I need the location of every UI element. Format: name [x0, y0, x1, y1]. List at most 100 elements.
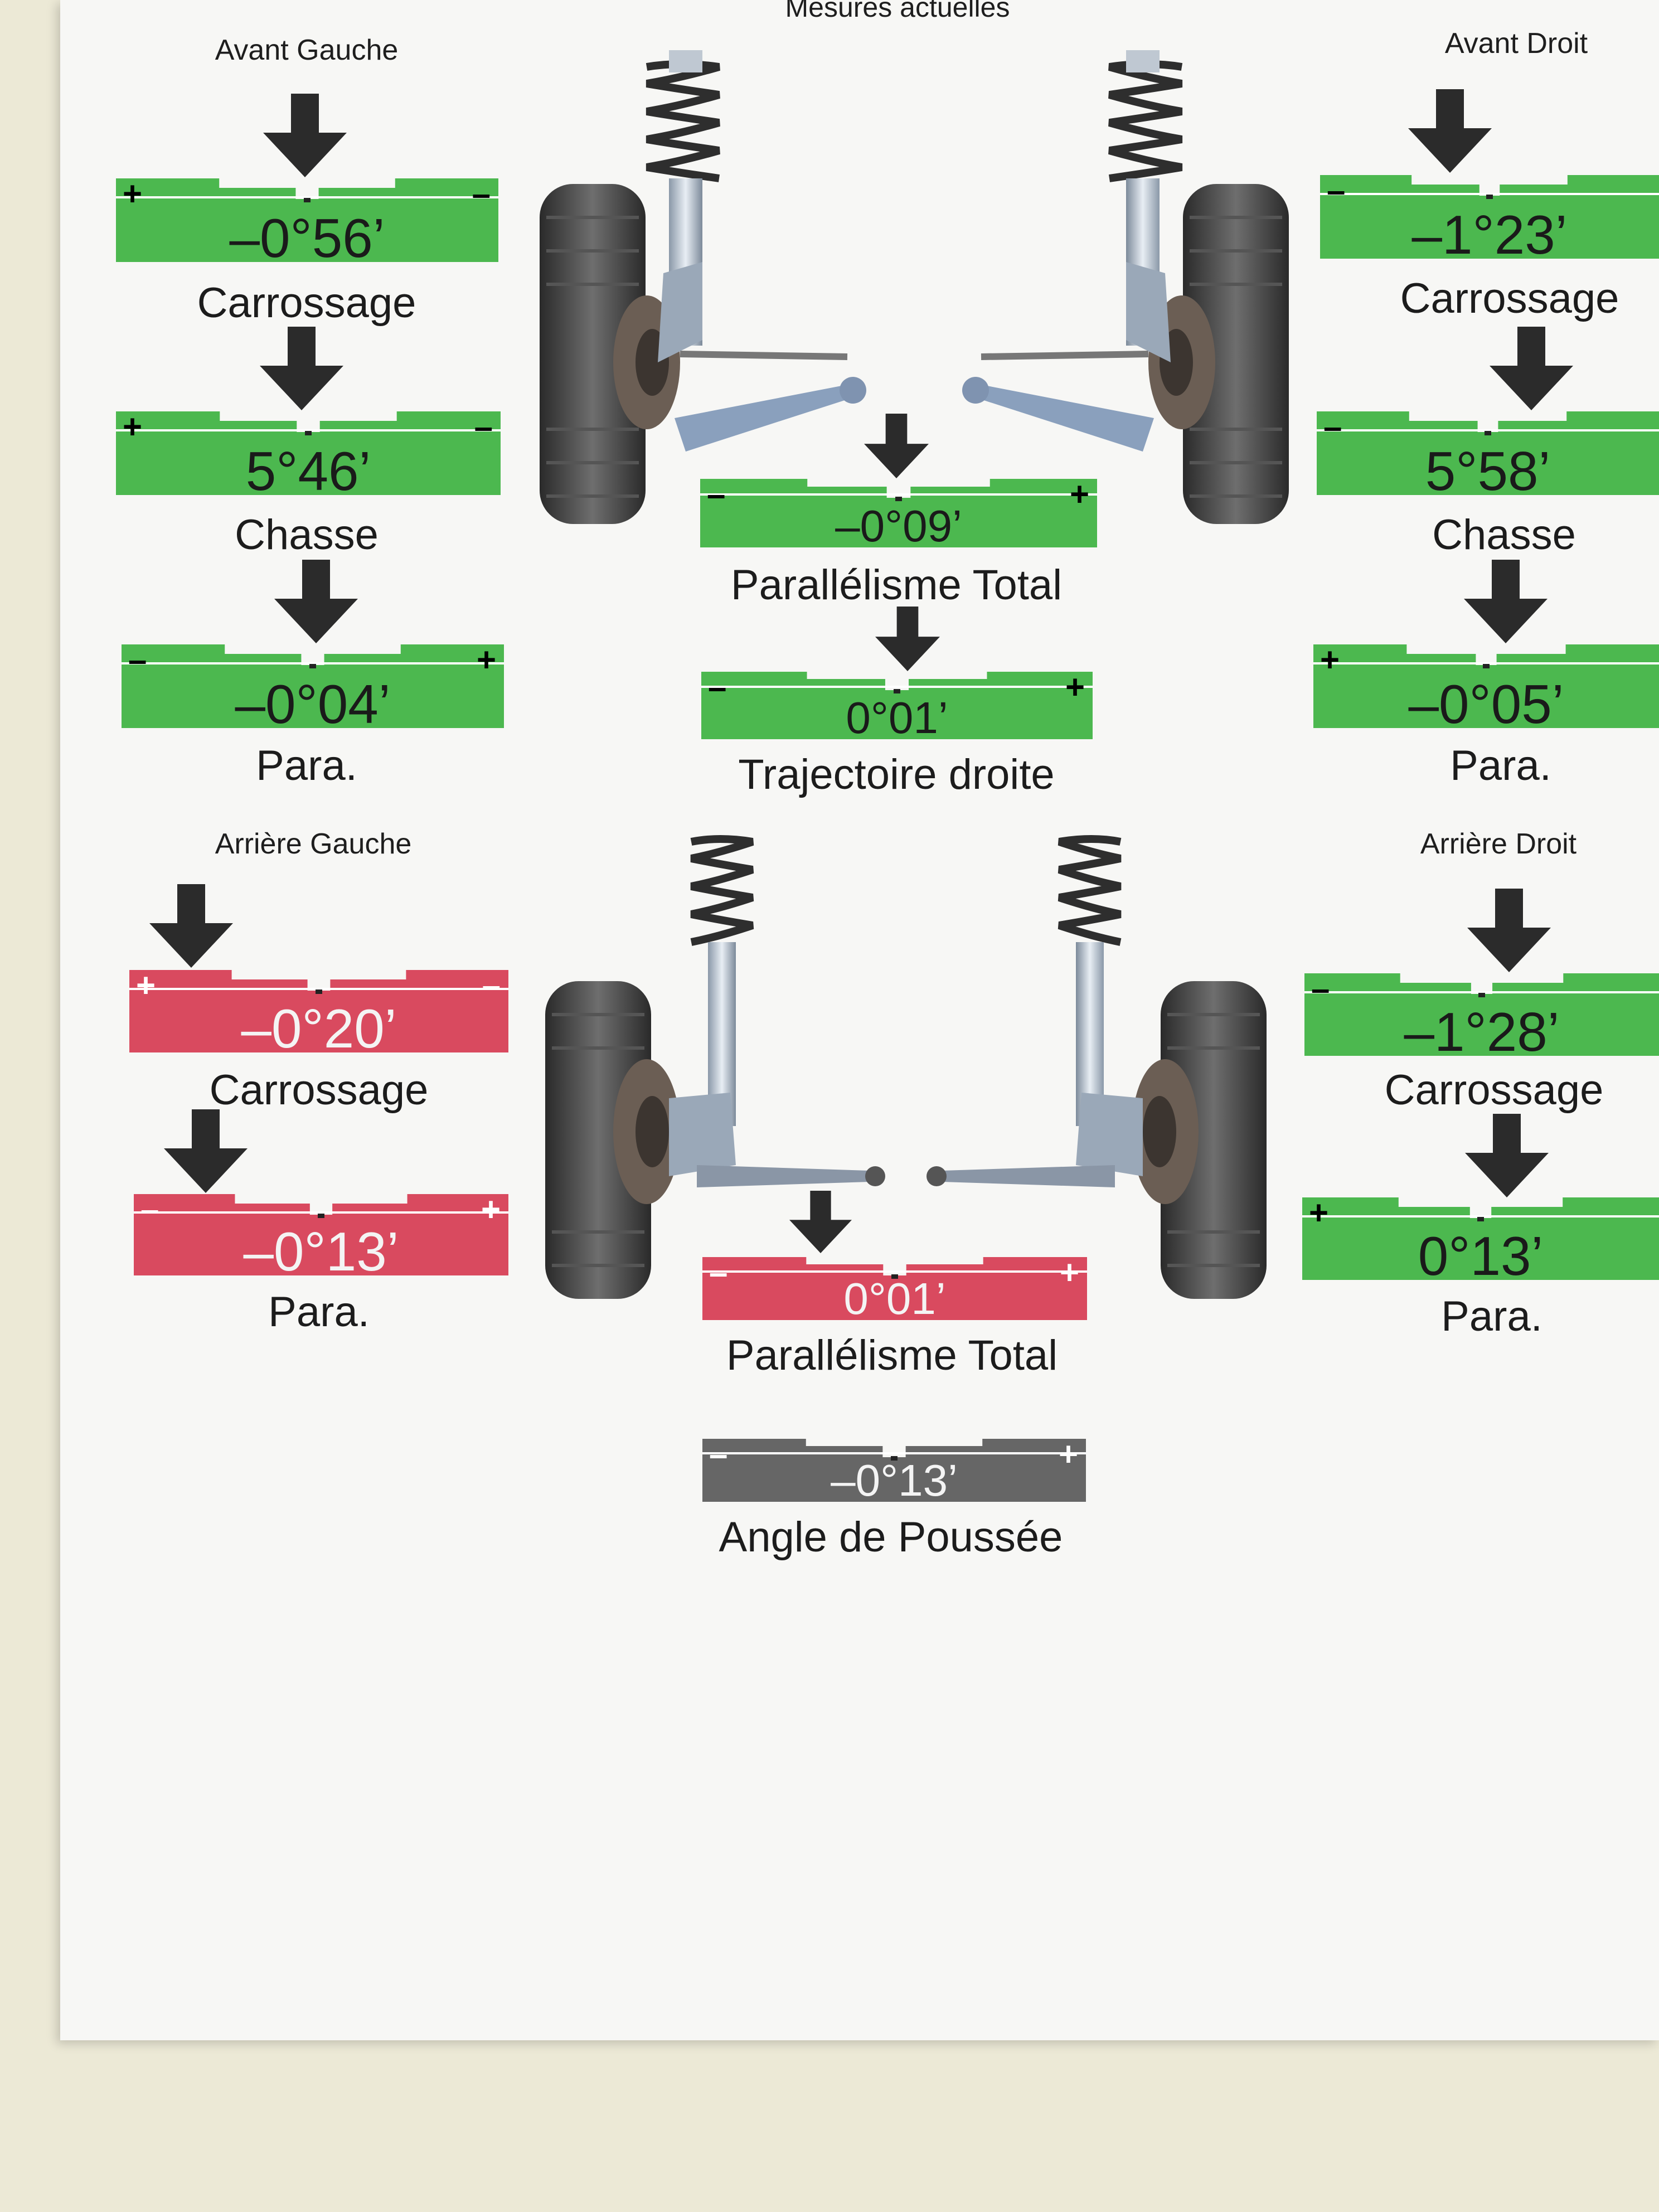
- gauge-fill: [702, 1257, 1087, 1320]
- pointer-arrow-icon: [1464, 560, 1548, 643]
- gauge-front-left-toe: –0°04’ –+: [122, 633, 504, 735]
- label-rear-left-camber: Carrossage: [209, 1066, 429, 1114]
- gauge-fill: [1313, 644, 1659, 728]
- gauge-sign-right: –: [472, 175, 491, 212]
- gauge-sign-right: +: [481, 1191, 501, 1228]
- pointer-arrow-icon: [1490, 327, 1573, 410]
- rear-right-suspension-illustration: [926, 835, 1267, 1299]
- gauge-sign-right: –: [474, 408, 493, 445]
- pointer-arrow-icon: [864, 414, 929, 478]
- pointer-arrow-icon: [164, 1109, 248, 1193]
- gauge-sign-left: –: [708, 668, 727, 706]
- gauge-sign-left: –: [709, 1254, 728, 1291]
- gauge-value: –0°09’: [835, 501, 962, 551]
- gauge-value: 5°58’: [1425, 440, 1551, 502]
- label-rear-right-camber: Carrossage: [1384, 1066, 1604, 1114]
- gauge-bar: [1304, 973, 1659, 1056]
- gauge-sign-right: +: [1059, 1254, 1079, 1291]
- gauge-value: –0°13’: [243, 1221, 399, 1282]
- label-rear-left-toe: Para.: [268, 1288, 370, 1336]
- gauge-fill: [700, 479, 1097, 547]
- gauge-value: –0°20’: [241, 998, 397, 1059]
- pointer-arrow-icon: [274, 560, 358, 643]
- page-title: Mesures actuelles: [785, 0, 1010, 23]
- gauge-fill: [129, 970, 508, 1052]
- gauge-bar: [701, 672, 1093, 739]
- pointer-arrow-icon: [263, 94, 347, 177]
- gauge-fill: [1320, 175, 1659, 259]
- gauge-fill: [702, 1439, 1086, 1502]
- gauge-value: 5°46’: [245, 440, 371, 502]
- gauge-value: –1°23’: [1411, 204, 1568, 265]
- label-front-left-toe: Para.: [256, 742, 357, 789]
- gauge-sign-left: –: [1311, 970, 1330, 1007]
- gauge-center-mark: [316, 989, 322, 994]
- gauge-sign-right: +: [1069, 476, 1089, 513]
- gauge-sign-left: +: [1309, 1194, 1329, 1231]
- gauge-sign-right: +: [476, 641, 496, 678]
- gauge-bar: [700, 479, 1097, 547]
- gauge-sign-left: +: [136, 967, 156, 1004]
- pointer-arrow-icon: [875, 607, 940, 671]
- gauge-center-mark: [1485, 431, 1491, 435]
- gauge-sign-left: +: [1320, 641, 1340, 678]
- pointer-arrow-icon: [149, 884, 233, 968]
- gauge-center-mark: [1486, 195, 1493, 199]
- pointer-arrow-icon: [1465, 1114, 1549, 1197]
- gauge-center-mark: [891, 1274, 898, 1279]
- gauge-straight-ahead: 0°01’ –+: [701, 662, 1093, 740]
- gauge-sign-left: –: [140, 1191, 159, 1228]
- gauge-sign-left: +: [123, 408, 143, 445]
- label-front-left-camber: Carrossage: [197, 279, 416, 327]
- label-rear-right-toe: Para.: [1441, 1293, 1542, 1340]
- label-front-right-camber: Carrossage: [1400, 275, 1619, 322]
- pointer-arrow-icon: [1408, 89, 1492, 173]
- gauge-center-mark: [1477, 1217, 1484, 1221]
- pointer-arrow-icon: [789, 1191, 852, 1253]
- gauge-center-mark: [309, 664, 316, 668]
- gauge-front-total-toe: –0°09’ – +: [700, 469, 1097, 551]
- gauge-rear-right-camber: –1°28’ –: [1304, 962, 1659, 1063]
- gauge-fill: [1304, 973, 1659, 1056]
- section-rear-right: Arrière Droit: [1420, 828, 1577, 860]
- label-front-left-caster: Chasse: [235, 511, 379, 559]
- gauge-value: –0°13’: [831, 1456, 958, 1505]
- label-straight-ahead: Trajectoire droite: [738, 751, 1055, 798]
- section-front-right: Avant Droit: [1444, 27, 1588, 60]
- rear-left-suspension-illustration: [545, 835, 885, 1299]
- gauge-value: 0°01’: [843, 1274, 946, 1323]
- gauge-sign-right: +: [1065, 668, 1085, 706]
- gauge-sign-left: –: [709, 1435, 728, 1473]
- gauge-thrust-angle: –0°13’ –+: [702, 1430, 1086, 1505]
- gauge-fill: [122, 644, 504, 728]
- gauge-bar: [702, 1257, 1087, 1320]
- gauge-front-right-toe: –0°05’ +: [1313, 633, 1659, 731]
- label-front-right-caster: Chasse: [1432, 511, 1576, 559]
- gauge-front-left-caster: 5°46’ + –: [116, 400, 501, 502]
- gauge-center-mark: [304, 198, 311, 202]
- gauge-bar: [134, 1194, 508, 1275]
- gauge-fill: [116, 178, 498, 262]
- gauge-bar: [129, 970, 508, 1052]
- gauge-rear-left-toe: –0°13’ – +: [134, 1183, 508, 1279]
- gauge-rear-total-toe: 0°01’ – +: [702, 1249, 1087, 1323]
- gauge-center-mark: [1478, 993, 1485, 997]
- gauge-value: –1°28’: [1404, 1001, 1560, 1063]
- label-front-total-toe: Parallélisme Total: [730, 561, 1063, 609]
- section-rear-left: Arrière Gauche: [215, 828, 412, 860]
- gauge-bar: [1313, 644, 1659, 728]
- gauge-sign-left: –: [707, 476, 726, 513]
- gauge-sign-left: –: [1327, 172, 1346, 209]
- gauge-fill: [134, 1194, 508, 1275]
- gauge-fill: [1317, 411, 1659, 495]
- gauge-center-mark: [891, 1456, 898, 1461]
- gauge-value: –0°04’: [235, 673, 391, 735]
- front-right-suspension-illustration: [962, 50, 1289, 524]
- gauge-center-mark: [318, 1214, 324, 1218]
- pointer-arrow-icon: [260, 327, 343, 410]
- gauge-bar: [702, 1439, 1086, 1502]
- label-thrust-angle: Angle de Poussée: [719, 1514, 1063, 1561]
- gauge-front-right-camber: –1°23’ –: [1320, 164, 1659, 265]
- gauge-fill: [701, 672, 1093, 739]
- gauge-bar: [1317, 411, 1659, 495]
